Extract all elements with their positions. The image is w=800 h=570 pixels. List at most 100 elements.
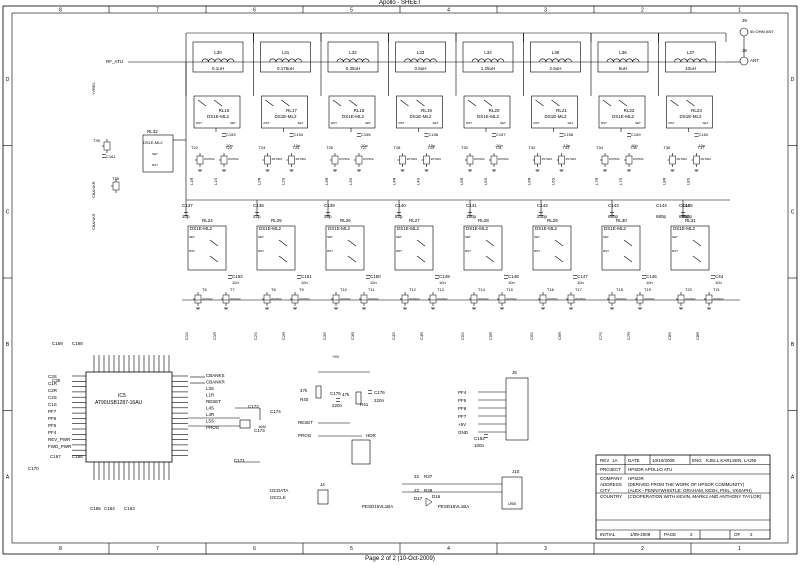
fet-ref: T9 xyxy=(299,287,304,292)
inductor-value: 2.5uH xyxy=(549,66,561,71)
gate-net-label: C3S xyxy=(322,332,327,340)
gate-net-label: C5S xyxy=(460,332,465,340)
fet-ref: T6 xyxy=(202,287,207,292)
cap-ref: C150 xyxy=(370,274,381,279)
inductor-L36 xyxy=(597,41,649,73)
fet-T11-body xyxy=(360,294,368,304)
inductor-value: 0.35uH xyxy=(346,66,361,71)
fet-ref: T10 xyxy=(340,287,348,292)
inductor-ref: L34 xyxy=(484,50,492,55)
zone-column-label-bottom: 6 xyxy=(253,546,256,552)
relay-switch xyxy=(535,99,544,107)
cap-ref: C146 xyxy=(646,274,657,279)
fet-type: 2N7002 xyxy=(363,157,374,161)
fet-type: 2N7002 xyxy=(368,297,379,301)
inductor-coil xyxy=(201,58,235,63)
relay-pin: SET xyxy=(568,121,574,125)
inductor-ref: L33 xyxy=(417,50,425,55)
fet-type: 2N7002 xyxy=(498,157,509,161)
cap-value: 10n xyxy=(631,143,638,148)
title-initial-date: 1/09-2009 xyxy=(630,532,651,537)
zone-column-label-top: 8 xyxy=(59,8,62,14)
mcu-cap-ref: C171 xyxy=(234,458,245,463)
relay-switch xyxy=(416,99,425,107)
cap-ref: C148 xyxy=(508,274,519,279)
fet-T15-body xyxy=(498,294,506,304)
relay-switch xyxy=(400,99,409,107)
relay-RL21 xyxy=(531,95,578,129)
inductor-coil xyxy=(539,58,572,63)
inductor-value: 5uH xyxy=(619,66,627,71)
cap-value: 10n xyxy=(301,280,308,285)
inductor-ref: L37 xyxy=(687,50,695,55)
title-rev-label: REV xyxy=(600,458,609,463)
relay-RL18 xyxy=(328,95,376,129)
relay-pin: SET xyxy=(230,121,236,125)
fet-type: 2N7002 xyxy=(713,297,724,301)
relay-RL17 xyxy=(261,95,308,129)
fet-T25-body xyxy=(288,155,295,165)
resistor-ref: R41 xyxy=(360,402,369,407)
zone-column-label-bottom: 4 xyxy=(447,546,450,552)
inductor-value: 0.6uH xyxy=(414,66,426,71)
inductor-L37 xyxy=(665,41,716,73)
cap-ref: C149 xyxy=(439,274,450,279)
relay-pin: RST xyxy=(258,249,264,253)
relay-switch xyxy=(416,255,426,263)
inner-border xyxy=(11,12,789,544)
inductor-value: 10uH xyxy=(685,66,696,71)
cap-ref: C155 xyxy=(361,132,371,137)
relay-pin: SET xyxy=(603,235,609,239)
gate-net-label: C4R xyxy=(419,332,424,340)
fet-T31-body xyxy=(490,155,498,165)
diode-ref: D17 xyxy=(414,496,423,501)
cap-ref: C143 xyxy=(608,203,619,208)
cap-ref: C147 xyxy=(577,274,588,279)
fet-T29-body xyxy=(423,155,430,165)
relay-RL19 xyxy=(396,95,443,129)
resistor-value: 22 xyxy=(414,474,420,479)
mcu-left-net: PF4 xyxy=(48,430,57,435)
fet-ref: T15 xyxy=(506,287,514,292)
resistor-ref: R40 xyxy=(300,397,309,402)
inductor-coil xyxy=(674,58,707,63)
fet-type: 2N7002 xyxy=(566,157,577,161)
fet-T19-body xyxy=(636,294,644,304)
relay-pin: RST xyxy=(601,121,607,125)
relay-RL26 xyxy=(325,225,365,271)
cap-ref: C145 xyxy=(682,203,693,208)
relay-RL28 xyxy=(463,225,503,271)
fet-type: 2N7002 xyxy=(474,157,485,161)
gate-net-label: L8S xyxy=(686,178,691,185)
resistor-value: 47k xyxy=(342,392,350,397)
mcu-left-net: REV_PWR xyxy=(48,437,71,442)
gate-net-label: CBANKS xyxy=(91,213,96,230)
relay-switch xyxy=(623,239,633,247)
fet-ref: T29 xyxy=(428,145,436,150)
fet-ref: T38 xyxy=(112,176,120,181)
fet-T21-body xyxy=(705,294,713,304)
zone-column-label-bottom: 7 xyxy=(156,546,159,552)
fet-T35-body xyxy=(625,155,633,165)
fet-type: 2N7002 xyxy=(296,157,307,161)
fet-T16-body xyxy=(539,294,547,304)
zone-column-label-top: 1 xyxy=(738,8,741,14)
fet-T13-body xyxy=(429,294,437,304)
fet-type: 2N7002 xyxy=(542,157,553,161)
title-block xyxy=(595,454,771,540)
mcu-cap-ref: C174 xyxy=(270,409,281,414)
cap-value: 22p xyxy=(253,214,261,219)
relay-pin: RST xyxy=(534,121,540,125)
gate-net-label: C6R xyxy=(557,332,562,340)
gate-net-label: L5S xyxy=(483,178,488,185)
cap-value: 680p xyxy=(656,214,667,219)
relay-switch xyxy=(197,99,207,107)
cap-value: 150p xyxy=(466,214,477,219)
relay-type: DS1E-ML2 xyxy=(466,226,489,231)
connector-J10 xyxy=(501,476,523,510)
relay-switch xyxy=(551,99,560,107)
relay-ref: RL17 xyxy=(286,108,297,113)
inductor-ref: L32 xyxy=(349,50,357,55)
cap-ref: C154 xyxy=(294,132,304,137)
fet-ref: T31 xyxy=(495,145,503,150)
